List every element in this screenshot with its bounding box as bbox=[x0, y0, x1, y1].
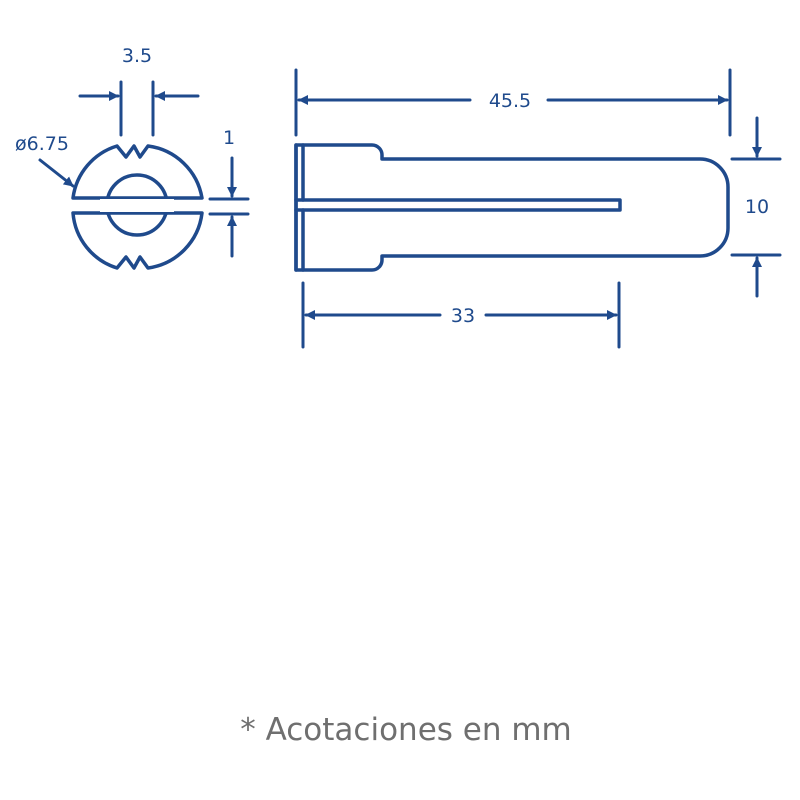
end-view-upper-half bbox=[71, 144, 204, 200]
dimension-slot-width bbox=[78, 80, 200, 137]
dimension-gap bbox=[208, 156, 250, 258]
end-view bbox=[71, 144, 204, 270]
diameter-leader bbox=[38, 158, 75, 188]
label-slot-length: 33 bbox=[451, 305, 475, 327]
label-overall-length: 45.5 bbox=[489, 90, 531, 112]
label-slot-width: 3.5 bbox=[122, 45, 152, 67]
label-width: 10 bbox=[745, 196, 769, 218]
label-diameter: ø6.75 bbox=[15, 133, 69, 155]
side-view bbox=[294, 143, 730, 272]
units-note: * Acotaciones en mm bbox=[240, 712, 572, 748]
label-gap: 1 bbox=[223, 127, 235, 149]
dimension-overall-length bbox=[294, 68, 732, 137]
end-view-lower-half bbox=[71, 211, 204, 270]
dimension-width bbox=[730, 116, 782, 298]
dimension-slot-length bbox=[301, 281, 621, 349]
